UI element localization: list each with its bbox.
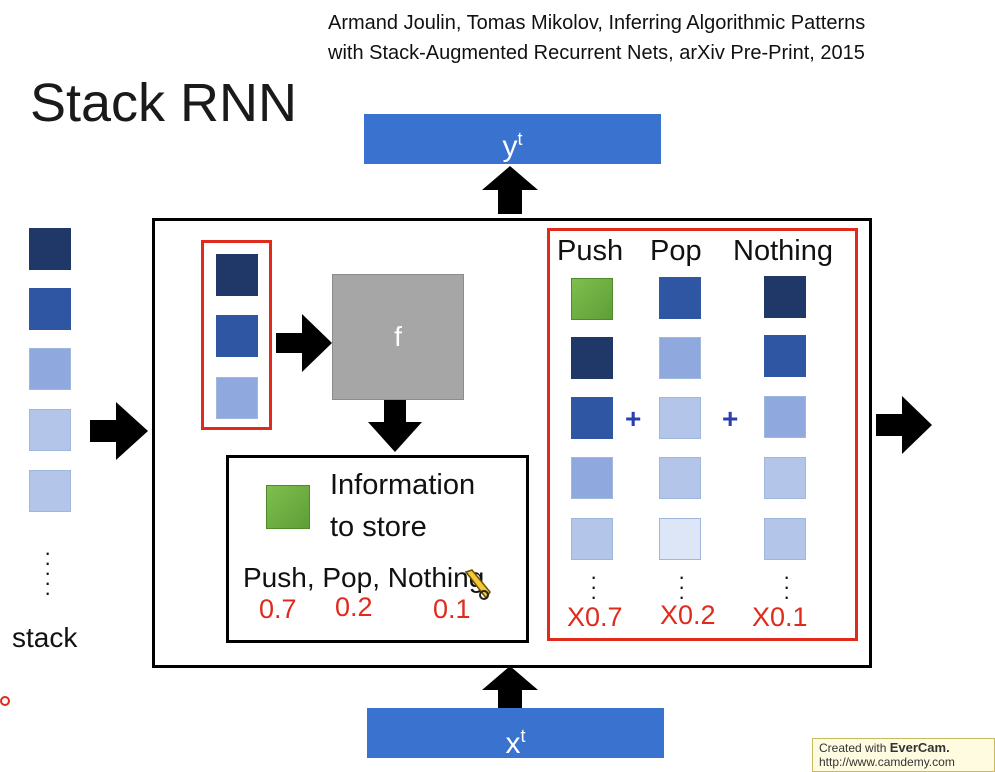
- arrow-up-input: [482, 666, 538, 708]
- ops-header-nothing: Nothing: [733, 235, 833, 267]
- stack-top-highlight: [201, 240, 272, 430]
- info-line-1: Information: [330, 469, 476, 501]
- citation-line-2: with Stack-Augmented Recurrent Nets, arX…: [328, 42, 865, 64]
- output-superscript: t: [517, 129, 523, 149]
- stack-cell: [29, 288, 71, 330]
- stack-cell: [29, 470, 71, 512]
- pencil-cursor-icon: [464, 569, 491, 600]
- pop-cell: [659, 337, 701, 379]
- push-cell: [571, 518, 613, 560]
- nothing-ellipsis: ···: [783, 564, 791, 609]
- stack-top-cell: [216, 254, 258, 296]
- output-label: y: [502, 130, 518, 163]
- prob-push: 0.7: [259, 594, 297, 624]
- stack-cell: [29, 228, 71, 270]
- citation-line-1: Armand Joulin, Tomas Mikolov, Inferring …: [328, 12, 866, 34]
- pop-cell: [659, 277, 701, 319]
- f-function-box: f: [332, 274, 464, 400]
- input-superscript: t: [520, 726, 526, 746]
- pop-cell: [659, 457, 701, 499]
- evercam-watermark[interactable]: Created with EverCam. http://www.camdemy…: [812, 738, 995, 772]
- red-dot-marker: [0, 696, 10, 706]
- stack-cell: [29, 348, 71, 390]
- plus-sign: +: [625, 403, 642, 434]
- push-cell: [571, 397, 613, 439]
- push-cell: [571, 457, 613, 499]
- store-green-square: [266, 485, 310, 529]
- push-cell: [571, 278, 613, 320]
- multiplier-nothing: X0.1: [752, 602, 808, 632]
- stack-label: stack: [12, 622, 78, 653]
- prob-nothing: 0.1: [433, 594, 471, 624]
- stack-ellipsis: ·····: [44, 540, 52, 605]
- nothing-cell: [764, 276, 806, 318]
- output-bar: yt: [364, 114, 661, 164]
- nothing-cell: [764, 518, 806, 560]
- arrow-right-to-f: [276, 314, 332, 372]
- plus-sign: +: [722, 403, 739, 434]
- pop-cell: [659, 518, 701, 560]
- slide-title: Stack RNN: [30, 73, 298, 133]
- watermark-line-1: Created with: [819, 741, 887, 755]
- push-cell: [571, 337, 613, 379]
- watermark-brand: EverCam.: [889, 740, 950, 755]
- arrow-down-from-f: [368, 398, 422, 452]
- input-label: x: [505, 727, 521, 760]
- arrow-up-output: [482, 166, 538, 214]
- pop-cell: [659, 397, 701, 439]
- arrow-right-stack: [90, 402, 148, 460]
- rnn-box: [152, 218, 872, 668]
- info-line-2: to store: [330, 511, 427, 543]
- nothing-cell: [764, 396, 806, 438]
- multiplier-push: X0.7: [567, 602, 623, 632]
- nothing-cell: [764, 457, 806, 499]
- ops-highlight: [547, 228, 858, 641]
- info-box: [226, 455, 529, 643]
- nothing-cell: [764, 335, 806, 377]
- push-ellipsis: ···: [590, 564, 598, 609]
- stack-top-cell: [216, 315, 258, 357]
- prob-pop: 0.2: [335, 592, 373, 622]
- pop-ellipsis: ···: [678, 564, 686, 609]
- multiplier-pop: X0.2: [660, 600, 716, 630]
- ops-header-push: Push: [557, 235, 624, 267]
- watermark-url[interactable]: http://www.camdemy.com: [819, 755, 955, 769]
- info-actions: Push, Pop, Nothing: [243, 562, 485, 593]
- stack-cell: [29, 409, 71, 451]
- citation: Armand Joulin, Tomas Mikolov, Inferring …: [328, 8, 988, 68]
- stack-top-cell: [216, 377, 258, 419]
- ops-header-pop: Pop: [650, 235, 702, 267]
- input-bar: xt: [367, 708, 664, 760]
- arrow-right-output: [876, 396, 932, 454]
